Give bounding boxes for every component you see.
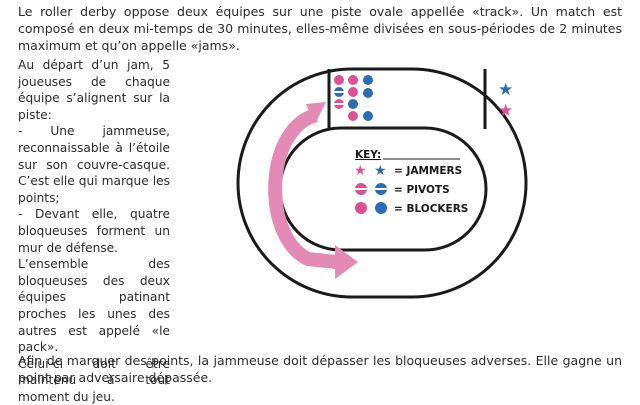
legend: KEY: ★ ★ = JAMMERS = PIVOTS = BLOCKERS: [354, 149, 468, 215]
legend-blocker-blue: [375, 202, 387, 214]
left-column: Au départ d’un jam, 5 joueuses de chaque…: [18, 57, 170, 405]
pack: [334, 75, 373, 121]
direction-arrow: [268, 108, 337, 269]
legend-pivots-label: = PIVOTS: [394, 184, 450, 196]
legend-jammers-label: = JAMMERS: [394, 165, 462, 177]
blocker-pink: [348, 87, 358, 97]
left-paragraph-start: Au départ d’un jam, 5 joueuses de chaque…: [18, 58, 170, 122]
blocker-pink: [334, 75, 344, 85]
blocker-pink: [348, 75, 358, 85]
left-paragraph-pack: L’ensemble des bloqueuses des deux équip…: [18, 257, 170, 355]
arrow-head-bottom: [335, 245, 358, 279]
track-diagram: ★ ★ KEY: ★ ★ = JAMMERS = PIVOTS = BLOCKE…: [198, 55, 538, 317]
blocker-blue: [363, 88, 373, 98]
left-item-blockers: - Devant elle, quatre bloqueuses forment…: [18, 207, 170, 255]
jammer-star-pink: ★: [498, 101, 513, 121]
left-item-jammer: - Une jammeuse, reconnaissable à l’étoil…: [18, 124, 170, 205]
legend-blockers-label: = BLOCKERS: [394, 203, 468, 215]
blocker-pink: [348, 111, 358, 121]
intro-paragraph: Le roller derby oppose deux équipes sur …: [18, 4, 622, 53]
bottom-paragraph: Afin de marquer des points, la jammeuse …: [18, 353, 622, 385]
legend-star-pink: ★: [354, 163, 367, 179]
track-diagram-svg: ★ ★ KEY: ★ ★ = JAMMERS = PIVOTS = BLOCKE…: [236, 67, 528, 299]
blocker-blue: [348, 99, 358, 109]
blocker-blue: [363, 111, 373, 121]
legend-title: KEY:: [355, 149, 381, 161]
legend-blocker-pink: [355, 202, 367, 214]
legend-star-blue: ★: [374, 163, 387, 179]
arrow-head-top: [306, 102, 326, 124]
jammer-star-blue: ★: [498, 80, 513, 100]
blocker-blue: [363, 75, 373, 85]
